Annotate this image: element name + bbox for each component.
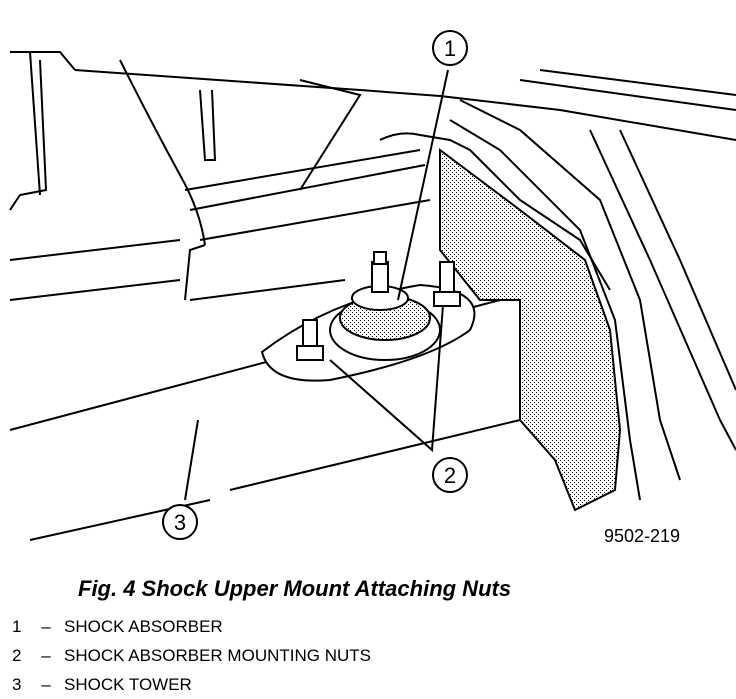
callout-2-label: 2 [444,463,456,488]
shock-tower-wall-shading [439,148,622,512]
mounting-nut-left [296,319,324,361]
callout-1-label: 1 [444,36,456,61]
mounting-nut-right [433,261,461,307]
legend-number: 2 [12,645,22,665]
legend-item: 3 – SHOCK TOWER [12,670,371,699]
shock-absorber-mount [329,251,441,361]
legend-dash: – [41,616,51,636]
legend-list: 1 – SHOCK ABSORBER 2 – SHOCK ABSORBER MO… [12,612,371,699]
legend-dash: – [41,645,51,665]
legend-dash: – [41,674,51,694]
figure-caption: Fig. 4 Shock Upper Mount Attaching Nuts [78,576,512,601]
callout-1: 1 [432,30,468,66]
legend-item: 1 – SHOCK ABSORBER [12,612,371,641]
legend-number: 3 [12,674,22,694]
legend-label: SHOCK ABSORBER MOUNTING NUTS [64,645,371,665]
callout-leaders [184,69,449,501]
figure-code: 9502-219 [604,526,680,546]
legend-item: 2 – SHOCK ABSORBER MOUNTING NUTS [12,641,371,670]
callout-3-label: 3 [174,510,186,535]
legend-number: 1 [12,616,22,636]
legend-label: SHOCK ABSORBER [64,616,223,636]
callout-2: 2 [432,457,468,493]
shock-mount-illustration: 1 2 3 9502-219 [9,30,736,546]
legend-label: SHOCK TOWER [64,674,192,694]
callout-3: 3 [162,504,198,540]
